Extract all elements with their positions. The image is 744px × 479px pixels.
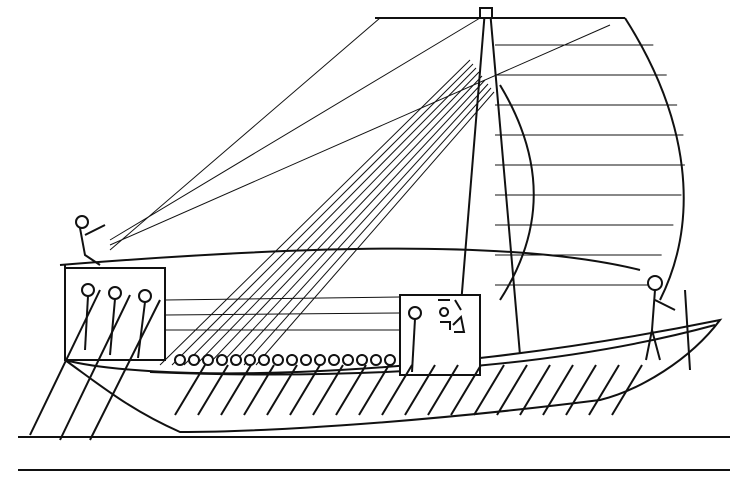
steering-oar xyxy=(89,299,161,441)
oar xyxy=(473,364,505,416)
rower-head xyxy=(342,354,354,366)
rower-head xyxy=(174,354,186,366)
figure-steersmen xyxy=(81,283,152,359)
rower-head xyxy=(244,354,256,366)
stern-cabin xyxy=(64,267,166,361)
rower-head xyxy=(286,354,298,366)
rower-head xyxy=(202,354,214,366)
figure-deckhouse xyxy=(408,306,422,373)
oar xyxy=(427,364,459,416)
oar xyxy=(519,364,551,416)
rower-head xyxy=(272,354,284,366)
rigging-rope xyxy=(207,75,483,366)
steering-oar xyxy=(59,294,131,441)
rowers xyxy=(174,354,396,366)
rower-head xyxy=(356,354,368,366)
figure-bow-lookout xyxy=(75,215,106,266)
oar xyxy=(335,364,367,416)
oars xyxy=(29,289,643,441)
hieroglyphs xyxy=(438,299,466,333)
rower-head xyxy=(384,354,396,366)
rigging-rope xyxy=(231,83,489,366)
oar xyxy=(588,364,620,416)
oar xyxy=(358,364,390,416)
rower-head xyxy=(188,354,200,366)
rower-head xyxy=(314,354,326,366)
oar xyxy=(243,364,275,416)
oar xyxy=(220,364,252,416)
rower-head xyxy=(370,354,382,366)
oar xyxy=(174,364,206,416)
oar xyxy=(381,364,413,416)
rower-head xyxy=(258,354,270,366)
rower-head xyxy=(230,354,242,366)
rigging-rope xyxy=(243,87,492,366)
oar xyxy=(289,364,321,416)
oar xyxy=(565,364,597,416)
oar xyxy=(542,364,574,416)
oar xyxy=(312,364,344,416)
oar xyxy=(611,364,643,416)
rigging-rope xyxy=(255,91,495,366)
sail xyxy=(109,17,685,301)
rigging-rope xyxy=(195,71,480,366)
rower-head xyxy=(328,354,340,366)
oar xyxy=(450,364,482,416)
oar xyxy=(496,364,528,416)
rower-head xyxy=(300,354,312,366)
oar xyxy=(266,364,298,416)
steering-oar xyxy=(29,289,101,436)
rigging-rope xyxy=(183,67,477,366)
rigging-rope xyxy=(219,79,486,366)
oar xyxy=(404,364,436,416)
rower-head xyxy=(216,354,228,366)
rigging-ropes xyxy=(159,59,495,366)
oar xyxy=(197,364,229,416)
hull xyxy=(59,247,723,434)
figure-helmsman xyxy=(645,275,691,371)
